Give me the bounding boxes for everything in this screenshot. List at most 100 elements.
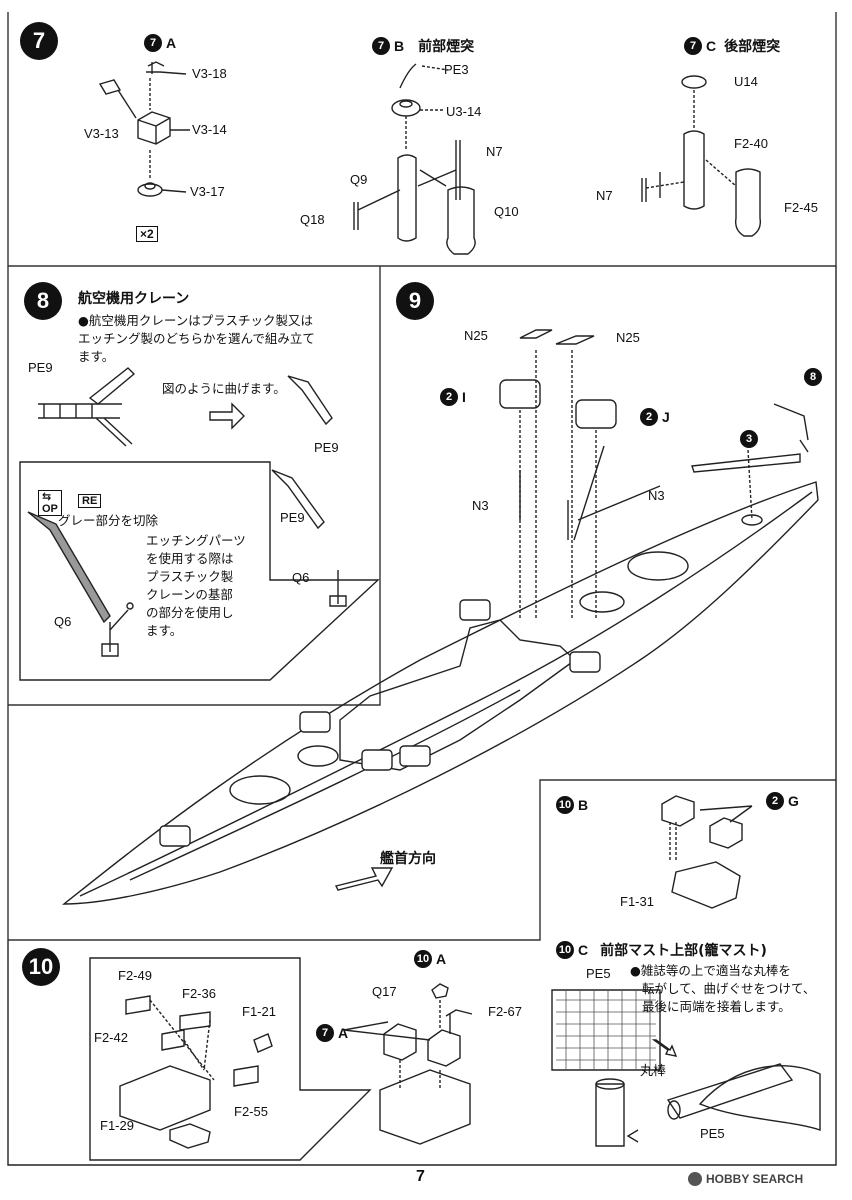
part-u3-14: U3-14 bbox=[446, 104, 482, 119]
step-7b-title: 前部煙突 bbox=[418, 39, 475, 55]
step-8-title: 航空機用クレーン bbox=[78, 291, 190, 307]
part-q9: Q9 bbox=[350, 172, 368, 187]
part-pe9-assembled: PE9 bbox=[280, 510, 305, 525]
part-f1-31: F1-31 bbox=[620, 894, 654, 909]
step-10c-note-line: ●雑誌等の上で適当な丸棒を bbox=[630, 963, 791, 978]
step-7a-letter: A bbox=[166, 35, 177, 51]
step-10b-letter: B bbox=[578, 797, 589, 813]
etch-note-line: を使用する際は bbox=[146, 551, 234, 566]
ref-7a-letter: A bbox=[338, 1025, 349, 1041]
step-7-number: 7 bbox=[20, 22, 58, 60]
re-label: RE bbox=[78, 494, 102, 508]
ref-step-3: 3 bbox=[740, 430, 758, 448]
part-n7-c: N7 bbox=[596, 188, 613, 203]
step-7a-label: 7 A bbox=[144, 34, 176, 52]
step-10a-badge: 10 bbox=[414, 950, 432, 968]
bow-direction-label: 艦首方向 bbox=[380, 851, 436, 867]
part-f2-49: F2-49 bbox=[118, 968, 152, 983]
part-f2-36: F2-36 bbox=[182, 986, 216, 1001]
part-q6: Q6 bbox=[292, 570, 310, 585]
step-9-number: 9 bbox=[396, 282, 434, 320]
etch-note: エッチングパーツ を使用する際は プラスチック製 クレーンの基部 の部分を使用し… bbox=[146, 532, 246, 640]
part-q10: Q10 bbox=[494, 204, 519, 219]
step-8-number: 8 bbox=[24, 282, 62, 320]
step-10c-badge: 10 bbox=[556, 941, 574, 959]
op-icon: ⇆OP bbox=[38, 490, 62, 516]
page-number: 7 bbox=[416, 1168, 425, 1185]
ref-2j-letter: J bbox=[662, 409, 670, 425]
part-f2-40: F2-40 bbox=[734, 136, 768, 151]
step-7a-badge: 7 bbox=[144, 34, 162, 52]
part-n7-b: N7 bbox=[486, 144, 503, 159]
part-f1-21: F1-21 bbox=[242, 1004, 276, 1019]
step-8-note: ●航空機用クレーンはプラスチック製又は エッチング製のどちらかを選んで組み立て … bbox=[78, 312, 315, 366]
ref-2i-letter: I bbox=[462, 389, 466, 405]
step-7b-badge: 7 bbox=[372, 37, 390, 55]
watermark-logo-icon bbox=[688, 1172, 702, 1186]
part-f2-67: F2-67 bbox=[488, 1004, 522, 1019]
step-7b-letter: B bbox=[394, 38, 405, 54]
part-f2-55: F2-55 bbox=[234, 1104, 268, 1119]
step-10c-note-line: 転がして、曲げぐせをつけて、 bbox=[642, 981, 816, 996]
step-7c-letter: C bbox=[706, 38, 717, 54]
cut-note: グレー部分を切除 bbox=[58, 513, 159, 528]
ref-2i: 2 I bbox=[440, 388, 466, 406]
part-f2-42: F2-42 bbox=[94, 1030, 128, 1045]
part-f1-29: F1-29 bbox=[100, 1118, 134, 1133]
step-10c-letter: C bbox=[578, 942, 589, 958]
part-v3-18: V3-18 bbox=[192, 66, 227, 81]
part-q6-inset: Q6 bbox=[54, 614, 72, 629]
step-7b-label: 7 B 前部煙突 bbox=[372, 36, 474, 56]
step-8-note-line: エッチング製のどちらかを選んで組み立て bbox=[78, 331, 315, 346]
part-pe5-rolled: PE5 bbox=[700, 1126, 725, 1141]
etch-note-line: の部分を使用し bbox=[146, 605, 234, 620]
step-10b-badge: 10 bbox=[556, 796, 574, 814]
step-10c-note: ●雑誌等の上で適当な丸棒を 転がして、曲げぐせをつけて、 最後に両端を接着します… bbox=[630, 962, 815, 1016]
ref-2g-letter: G bbox=[788, 793, 799, 809]
part-f2-45: F2-45 bbox=[784, 200, 818, 215]
etch-note-line: エッチングパーツ bbox=[146, 533, 246, 548]
part-n3-left: N3 bbox=[472, 498, 489, 513]
part-n25-right: N25 bbox=[616, 330, 640, 345]
etch-note-line: プラスチック製 bbox=[146, 569, 234, 584]
watermark-text: HOBBY SEARCH bbox=[706, 1172, 804, 1186]
part-v3-17: V3-17 bbox=[190, 184, 225, 199]
step-10a-label: 10 A bbox=[414, 950, 446, 968]
watermark: HOBBY SEARCH bbox=[688, 1172, 803, 1186]
quantity-badge: ×2 bbox=[136, 226, 158, 242]
bend-note: 図のように曲げます。 bbox=[162, 381, 286, 396]
etch-note-line: ます。 bbox=[146, 623, 183, 638]
ref-2j-badge: 2 bbox=[640, 408, 658, 426]
part-n3-right: N3 bbox=[648, 488, 665, 503]
op-label: OP bbox=[42, 503, 58, 515]
step-7c-title: 後部煙突 bbox=[724, 39, 781, 55]
part-pe3: PE3 bbox=[444, 62, 469, 77]
part-v3-14: V3-14 bbox=[192, 122, 227, 137]
ref-2g: 2 G bbox=[766, 792, 799, 810]
step-10-number: 10 bbox=[22, 948, 60, 986]
part-pe5-flat: PE5 bbox=[586, 966, 611, 981]
step-10a-letter: A bbox=[436, 951, 447, 967]
step-7c-label: 7 C 後部煙突 bbox=[684, 36, 780, 56]
step-10b-label: 10 B bbox=[556, 796, 588, 814]
part-pe9-flat: PE9 bbox=[28, 360, 53, 375]
ref-7a: 7 A bbox=[316, 1024, 348, 1042]
part-q18: Q18 bbox=[300, 212, 325, 227]
step-8-note-line: ●航空機用クレーンはプラスチック製又は bbox=[78, 313, 314, 328]
round-rod-label: 丸棒 bbox=[640, 1064, 667, 1079]
part-q17: Q17 bbox=[372, 984, 397, 999]
part-v3-13: V3-13 bbox=[84, 126, 119, 141]
part-pe9-bent: PE9 bbox=[314, 440, 339, 455]
step-7c-badge: 7 bbox=[684, 37, 702, 55]
ref-2i-badge: 2 bbox=[440, 388, 458, 406]
step-8-note-line: ます。 bbox=[78, 349, 115, 364]
step-10c-title: 前部マスト上部(籠マスト) bbox=[600, 943, 767, 959]
step-10c-label: 10 C 前部マスト上部(籠マスト) bbox=[556, 940, 767, 960]
etch-note-line: クレーンの基部 bbox=[146, 587, 233, 602]
part-n25-left: N25 bbox=[464, 328, 488, 343]
part-u14: U14 bbox=[734, 74, 758, 89]
step-10c-note-line: 最後に両端を接着します。 bbox=[642, 999, 791, 1014]
ref-step-8: 8 bbox=[804, 368, 822, 386]
ref-2j: 2 J bbox=[640, 408, 670, 426]
